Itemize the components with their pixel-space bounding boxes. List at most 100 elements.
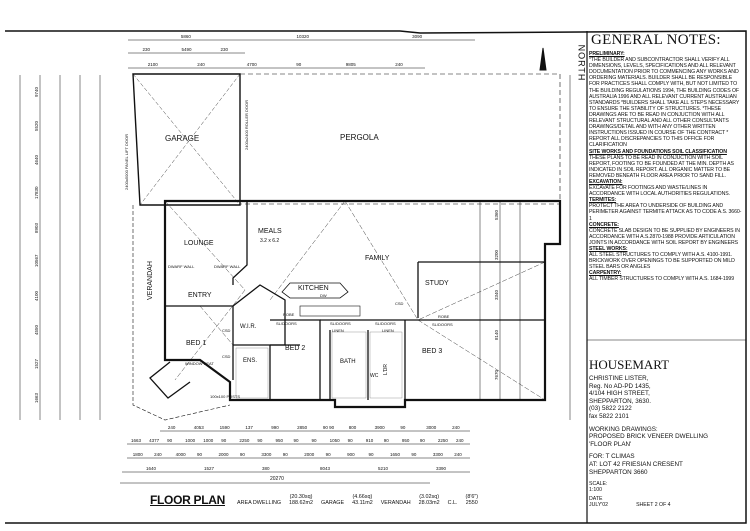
dimension-label: 3390 <box>436 466 447 471</box>
general-notes-title: GENERAL NOTES: <box>591 33 721 48</box>
notes-section-body: ALL TIMBER STRUCTURES TO COMPLY WITH A.S… <box>589 276 734 283</box>
sl-doors-label: SL/DOORS <box>276 321 297 326</box>
dimension-label: 90 <box>197 452 203 457</box>
dimension-label: 2000 <box>304 452 315 457</box>
room-label-bath: BATH <box>340 359 356 365</box>
garage-area-value: 43.11m2 <box>352 500 373 506</box>
dimension-label: 3200 <box>494 249 499 260</box>
verandah-area-value: 28.03m2 <box>418 500 440 506</box>
room-label-kitchen: KITCHEN <box>298 285 329 292</box>
window-seat-bay <box>149 361 191 399</box>
verandah-outline <box>132 205 231 421</box>
dimension-label: 2850 <box>297 425 308 430</box>
title-block: HOUSEMART CHRISTINE LISTER, Reg. No AD-P… <box>589 358 743 508</box>
dimension-label: 90 <box>400 425 406 430</box>
room-label-garage: GARAGE <box>165 134 199 143</box>
room-label-bed2: BED 2 <box>285 345 305 352</box>
dimension-label: 900 <box>347 452 355 457</box>
dimension-label: 9740 <box>34 86 39 97</box>
notes-section-body: EXCAVATE FOR FOOTINGS AND WASTE/LINES IN… <box>589 185 730 198</box>
area-dwelling-squares: (20.30sq) <box>289 494 313 500</box>
date-label: DATE <box>589 496 603 503</box>
dimension-label: 2000 <box>218 452 229 457</box>
room-label-ens: ENS. <box>243 358 257 364</box>
area-dwelling-label: AREA DWELLING <box>237 500 282 506</box>
room-label-verandah: VERANDAH <box>147 261 154 300</box>
linen-label: LINEN <box>382 328 394 333</box>
dw-label: DW <box>320 293 327 298</box>
garage-area-label: GARAGE <box>321 500 345 506</box>
dimension-label: 90 <box>326 452 332 457</box>
dimension-label: 3300 <box>433 452 444 457</box>
dimension-label: 240 <box>395 62 403 67</box>
dimension-label: 3300 <box>261 452 272 457</box>
dimension-label: 5210 <box>378 466 389 471</box>
robe-label: ROBE <box>283 312 295 317</box>
dimension-label: 90 <box>384 438 390 443</box>
room-label-bed1: BED 1 <box>186 340 206 347</box>
dimension-label: 240 <box>168 425 176 430</box>
general-notes: GENERAL NOTES: PRELIMINARY:*THE BUILDER … <box>589 33 743 336</box>
dimension-label: 2100 <box>148 62 159 67</box>
dimension-label: 9805 <box>346 62 357 67</box>
dimension-label: 240 <box>454 452 462 457</box>
dimension-label: 1527 <box>34 358 39 369</box>
internal-walls <box>165 201 545 400</box>
designer-address: CHRISTINE LISTER, Reg. No AD-PD 1435, 4/… <box>589 375 651 420</box>
house-external-walls <box>163 199 562 409</box>
dimension-label: 90 <box>240 452 246 457</box>
verandah-area-squares: (3.02sq) <box>419 494 440 500</box>
csd-label: CSD <box>222 354 231 359</box>
dimension-label: 910 <box>366 438 374 443</box>
date-value: JULY'02 <box>589 502 609 509</box>
room-label-entry: ENTRY <box>188 292 212 299</box>
room-label-bed3: BED 3 <box>422 348 442 355</box>
csd-label: CSD <box>222 328 231 333</box>
roller-door-label: 2400x2400 ROLLER DOOR <box>244 100 249 150</box>
room-label-family: FAMILY <box>365 255 390 262</box>
dimension-label: 990 <box>271 425 279 430</box>
garage-door-label: 2400x5000 PANEL LIFT DOOR <box>124 134 129 190</box>
csd-label: CSD <box>395 301 404 306</box>
dimension-label: 1000 <box>185 438 196 443</box>
dimension-label: 240 <box>456 438 464 443</box>
notes-section-body: CONCRETE SLAB DESIGN TO BE SUPPLIED BY E… <box>589 227 740 246</box>
kitchen-bench <box>299 305 361 317</box>
meals-size: 3.2 x 6.2 <box>260 238 279 244</box>
dimension-label: 1050 <box>330 438 341 443</box>
dimension-label: 1663 <box>34 392 39 403</box>
dimension-label: 1663 <box>131 438 142 443</box>
notes-section-heading: TERMITES: <box>589 197 617 204</box>
overall-dimension: 20270 <box>270 476 284 482</box>
dimension-label: 10320 <box>297 34 310 39</box>
dimension-label: 17830 <box>34 186 39 199</box>
dimension-label: 5520 <box>34 120 39 131</box>
company-name: HOUSEMART <box>589 357 670 372</box>
dimension-label: 8903 <box>34 222 39 233</box>
verandah-area-label: VERANDAH <box>380 500 411 506</box>
dimension-label: 950 <box>275 438 283 443</box>
ceiling-label: C.L. <box>447 500 458 506</box>
dimension-label: 10567 <box>34 254 39 267</box>
garage-roof-line <box>139 73 241 206</box>
sheet-border <box>5 30 747 524</box>
kitchen-island <box>281 282 349 299</box>
posts-label: 100x100 POSTS <box>210 394 240 399</box>
pergola-outline <box>239 73 561 205</box>
room-label-study: STUDY <box>425 280 449 287</box>
room-label-wir: W.I.R. <box>240 324 257 330</box>
dimension-label: 240 <box>154 452 162 457</box>
dimension-label: 90 <box>420 438 426 443</box>
dimension-label: 4100 <box>34 290 39 301</box>
garage-area-squares: (4.66sq) <box>352 494 373 500</box>
client-details: FOR: T CLIMAS AT: LOT 42 FRIESIAN CRESEN… <box>589 453 683 476</box>
dimension-label: 90 <box>411 452 417 457</box>
sl-doors-label: SL/DOORS <box>330 321 351 326</box>
notes-section-body: ALL STEEL STRUCTURES TO COMPLY WITH A.S.… <box>589 252 735 271</box>
notes-section-body: THESE PLANS TO BE READ IN CONJUCTION WIT… <box>589 154 734 179</box>
dimension-label: 90 <box>221 438 227 443</box>
dimension-label: 1527 <box>204 466 215 471</box>
dimension-label: 5860 <box>181 34 192 39</box>
dimension-label: 5490 <box>182 47 193 52</box>
